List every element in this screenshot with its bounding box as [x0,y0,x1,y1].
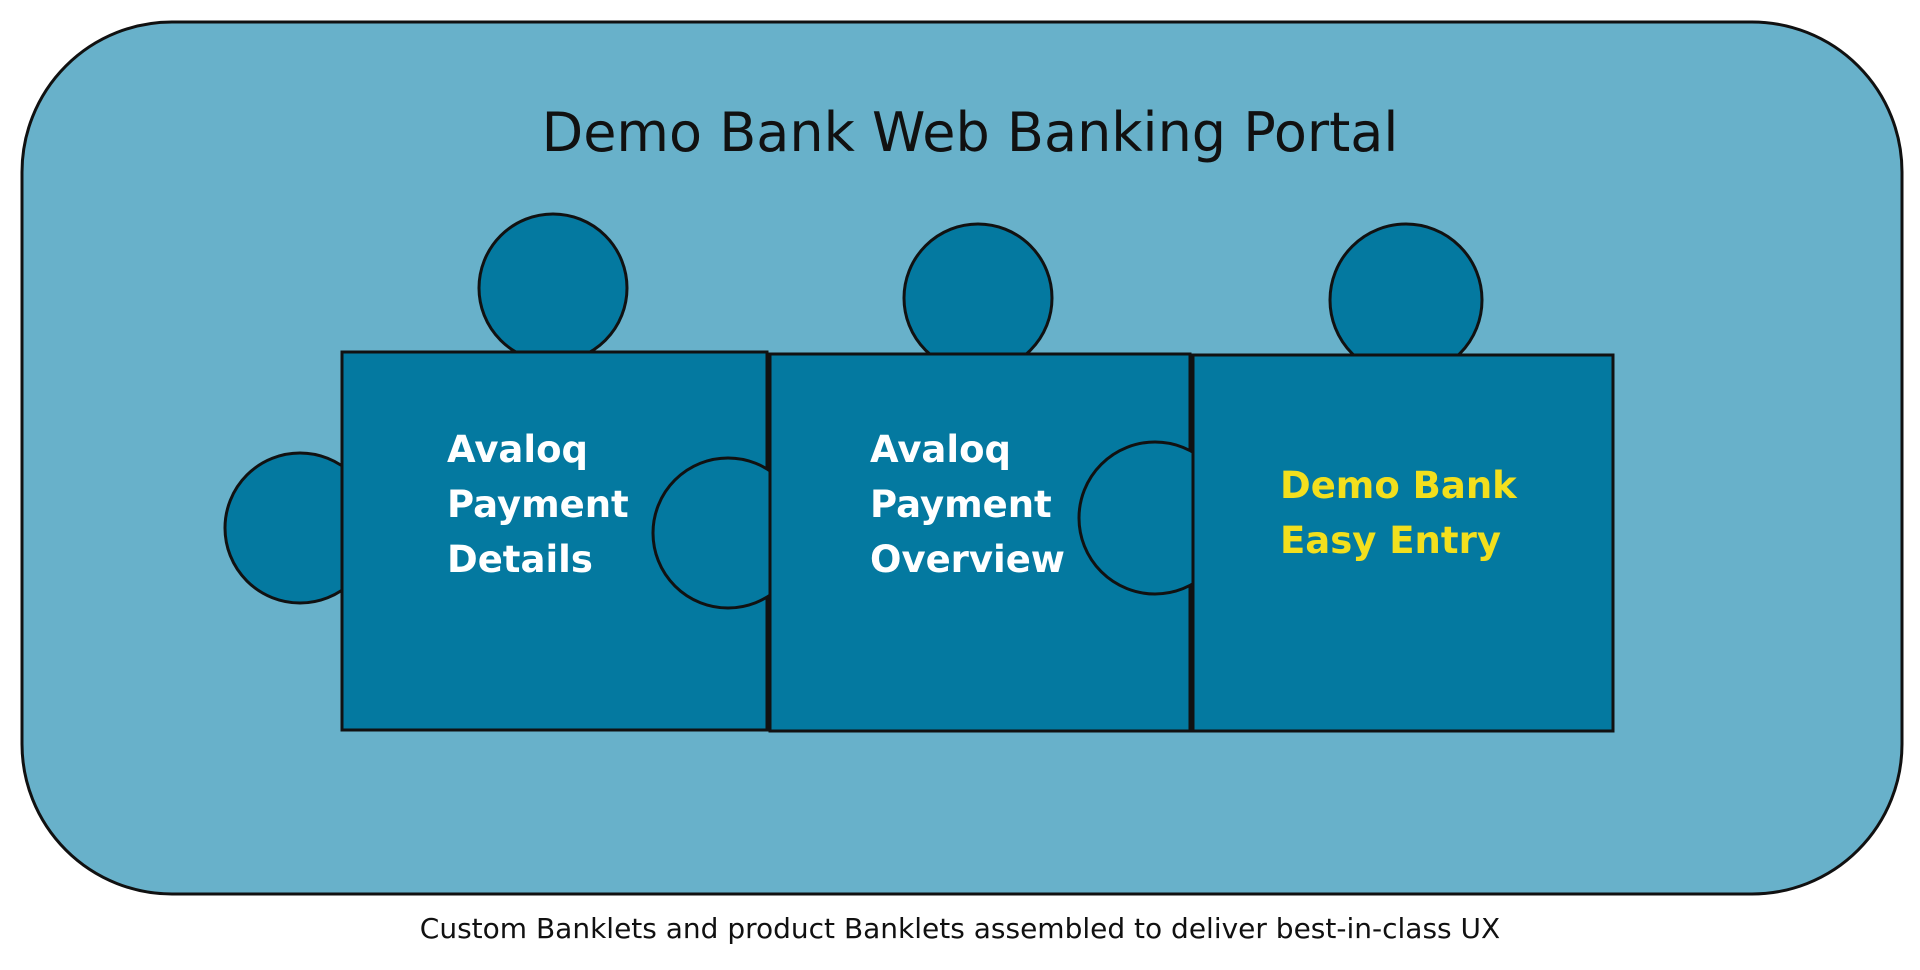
piece-label-line: Avaloq [447,428,588,471]
portal-title: Demo Bank Web Banking Portal [542,101,1399,164]
piece-label-line: Avaloq [870,428,1011,471]
puzzle-piece-easy-entry: Demo Bank Easy Entry [1077,222,1615,733]
diagram-caption: Custom Banklets and product Banklets ass… [420,912,1500,945]
piece-label-easy-entry: Demo Bank Easy Entry [1280,464,1530,562]
piece-knob-top [1328,222,1484,378]
piece-body [1191,353,1615,733]
puzzle-piece-payment-overview: Avaloq Payment Overview [651,222,1192,733]
piece-label-line: Demo Bank [1280,464,1518,507]
piece-label-line: Easy Entry [1280,519,1501,562]
piece-label-line: Payment [870,483,1052,526]
piece-label-payment-details: Avaloq Payment Details [447,428,642,581]
piece-label-payment-overview: Avaloq Payment Overview [870,428,1065,581]
piece-label-line: Details [447,538,593,581]
piece-label-line: Payment [447,483,629,526]
piece-knob-top [477,212,629,364]
piece-label-line: Overview [870,538,1065,581]
piece-knob-top [902,222,1054,374]
